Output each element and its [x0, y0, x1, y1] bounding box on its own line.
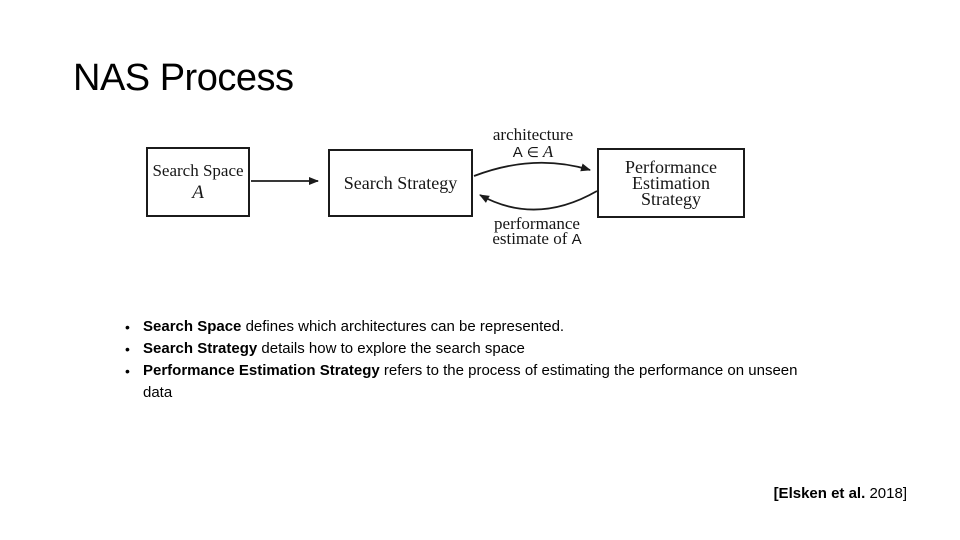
set-a-symbol: A: [542, 142, 554, 161]
bullet-body-text: details how to explore the search space: [257, 340, 525, 357]
page-title: NAS Process: [73, 57, 294, 99]
performance-edge-label: performance estimate of A: [447, 214, 627, 248]
search-space-label: Search Space: [152, 160, 244, 180]
bullet-body-text: defines which architectures can be repre…: [241, 318, 565, 335]
performance-estimation-box: Performance Estimation Strategy: [597, 148, 745, 218]
bullet-body-text: refers to the process of estimating the …: [143, 362, 798, 401]
list-item: • Search Space defines which architecture…: [123, 316, 815, 338]
list-item: • Search Strategy details how to explore …: [123, 338, 815, 360]
var-a: A: [512, 144, 523, 161]
performance-label-line1: performance: [494, 214, 580, 233]
citation-year: 2018]: [865, 485, 907, 502]
performance-box-line2: Estimation: [632, 173, 710, 193]
search-space-set-symbol: A: [192, 181, 204, 203]
arrow-strategy-to-estimation-icon: [473, 161, 591, 177]
architecture-math-expression: A ∈ A: [443, 142, 623, 161]
performance-box-line1: Performance: [625, 157, 717, 177]
var-a: A: [571, 231, 582, 248]
bullet-bold-text: Performance Estimation Strategy: [143, 362, 380, 379]
list-item: • Performance Estimation Strategy refers …: [123, 360, 815, 404]
performance-label-line2: estimate of A: [447, 229, 627, 248]
estimate-of-text: estimate of: [492, 229, 572, 248]
bullet-marker-icon: •: [125, 319, 130, 335]
search-space-box: Search Space A: [146, 147, 250, 217]
arrow-estimation-to-strategy-icon: [479, 190, 598, 211]
bullet-bold-text: Search Space: [143, 318, 242, 335]
bullet-marker-icon: •: [125, 363, 130, 379]
citation-authors: [Elsken et al.: [773, 485, 866, 502]
bullet-marker-icon: •: [125, 341, 130, 357]
architecture-edge-label: architecture A ∈ A: [443, 125, 623, 161]
bullet-bold-text: Search Strategy: [143, 340, 258, 357]
performance-box-line3: Strategy: [641, 189, 701, 209]
search-strategy-label: Search Strategy: [343, 172, 458, 193]
search-strategy-box: Search Strategy: [328, 149, 473, 217]
element-of-symbol: ∈: [526, 145, 539, 161]
citation: [Elsken et al. 2018]: [774, 485, 907, 502]
bullet-list: • Search Space defines which architecture…: [123, 316, 815, 404]
architecture-label-text: architecture: [492, 125, 574, 144]
